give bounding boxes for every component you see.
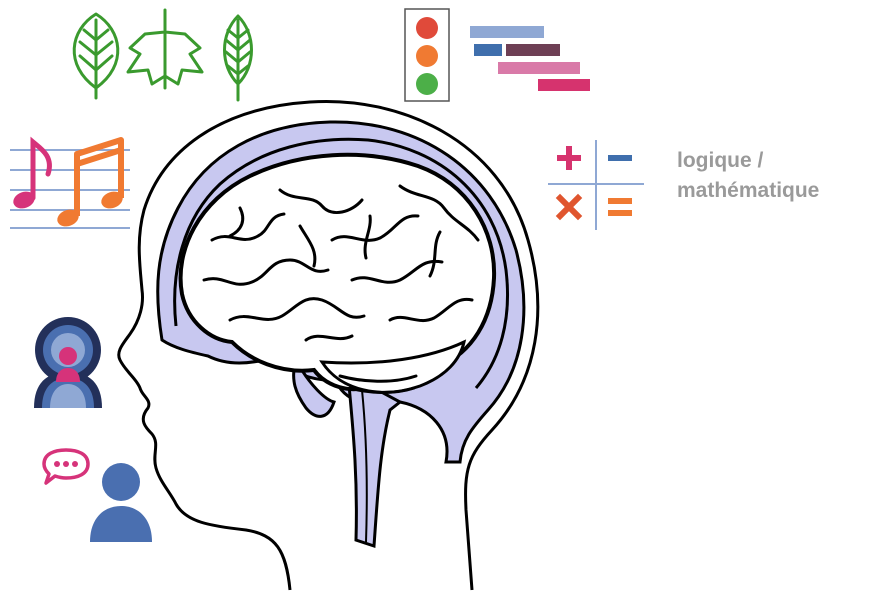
leaves-icon (60, 8, 265, 102)
label-line-2: mathématique (677, 179, 820, 202)
speech-bubble-icon (40, 446, 92, 486)
person-icon (88, 462, 154, 542)
brain-head-profile-icon (100, 90, 550, 591)
math-operators-icon (546, 138, 646, 230)
gantt-bars-icon (468, 24, 594, 94)
introspection-person-icon (32, 316, 104, 408)
traffic-light-icon (404, 8, 450, 102)
logic-math-label: logique / mathématique (677, 146, 882, 206)
label-line-1: logique / (677, 149, 764, 172)
music-notes-icon (8, 136, 133, 232)
